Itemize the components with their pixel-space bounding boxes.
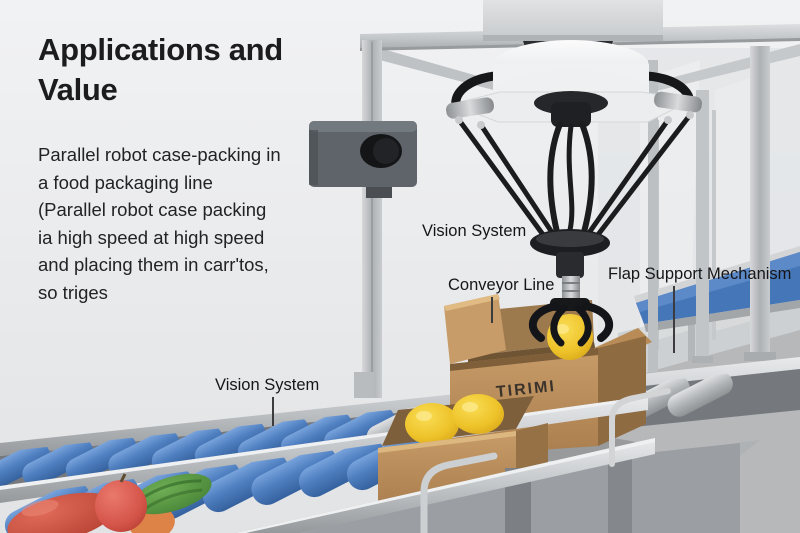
label-vision-system-top: Vision System [422, 222, 527, 240]
vision-system-pointer [272, 397, 274, 426]
title-line-1: Applications and [38, 32, 283, 67]
flap-support-pointer [673, 286, 675, 353]
fruits-on-conveyor [7, 473, 212, 533]
conveyor-understructure [235, 388, 740, 533]
conveyor-line-pointer [491, 297, 493, 323]
label-vision-system-bottom: Vision System [215, 376, 320, 394]
label-conveyor-line: Conveyor Line [448, 276, 555, 294]
label-flap-support-mechanism: Flap Support Mechanism [608, 265, 792, 283]
guard-rail-tube [609, 388, 671, 467]
gripper-fingers [528, 302, 614, 342]
page-title: Applications and Value [38, 30, 283, 110]
title-line-2: Value [38, 72, 118, 107]
description-paragraph: Parallel robot case-packing in a food pa… [38, 144, 281, 303]
robot-elbow-left [446, 97, 494, 119]
guard-rail-tube [420, 452, 498, 533]
vision-camera [309, 121, 417, 198]
cucumber [132, 473, 212, 515]
tray-lemon [405, 403, 459, 445]
delta-robot [446, 40, 702, 360]
robot-lower-arms [456, 112, 693, 243]
robot-elbow-right [654, 91, 702, 113]
apple [95, 473, 147, 532]
